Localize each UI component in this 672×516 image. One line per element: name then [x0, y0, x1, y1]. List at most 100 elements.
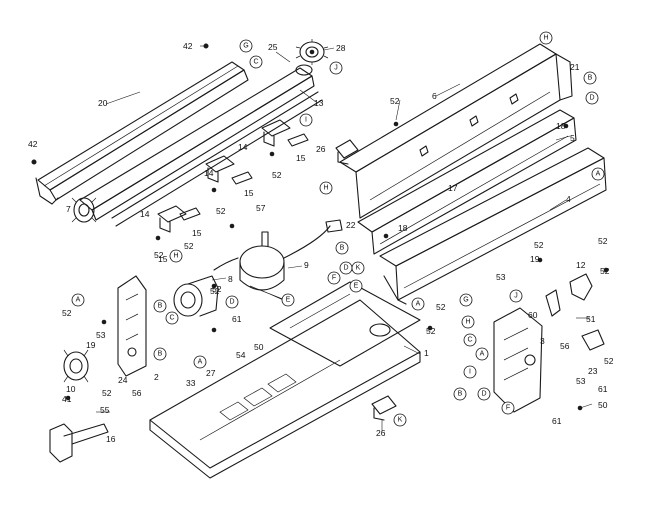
callout-18: 18 [398, 223, 408, 233]
rail-4 [379, 147, 607, 305]
callout-52: 52 [600, 266, 610, 276]
callout-3: 3 [540, 336, 545, 346]
svg-text:F: F [332, 275, 336, 282]
callout-57: 57 [256, 203, 266, 213]
callout-17: 17 [448, 183, 458, 193]
callout-23: 23 [588, 366, 598, 376]
svg-text:D: D [343, 265, 348, 272]
svg-text:H: H [173, 253, 178, 260]
carriage-26-upper [335, 139, 359, 165]
ref-mark-a: A [475, 347, 489, 361]
callout-52: 52 [436, 302, 446, 312]
svg-text:J: J [514, 293, 518, 300]
svg-text:B: B [340, 245, 345, 252]
ref-mark-g: G [459, 293, 473, 307]
svg-text:I: I [469, 369, 471, 376]
right-brackets [545, 273, 605, 351]
callout-4: 4 [566, 194, 571, 204]
main-shaft [79, 64, 323, 227]
callout-28: 28 [336, 43, 346, 53]
ref-mark-j: J [509, 289, 523, 303]
svg-text:A: A [596, 171, 601, 178]
callout-61: 61 [232, 314, 242, 324]
ref-mark-d: D [585, 91, 599, 105]
ref-mark-i: I [463, 365, 477, 379]
ref-mark-d: D [225, 295, 239, 309]
callout-26: 26 [316, 144, 326, 154]
ref-mark-a: A [591, 167, 605, 181]
svg-text:I: I [305, 117, 307, 124]
callout-52: 52 [102, 388, 112, 398]
callout-54: 54 [236, 350, 246, 360]
callout-25: 25 [268, 42, 278, 52]
callout-26: 26 [376, 428, 386, 438]
callout-7: 7 [66, 204, 71, 214]
callout-52: 52 [426, 326, 436, 336]
callout-19: 19 [86, 340, 96, 350]
ref-mark-j: J [329, 61, 343, 75]
svg-text:H: H [465, 319, 470, 326]
callout-18: 18 [556, 121, 566, 131]
ref-mark-i: I [299, 113, 313, 127]
svg-text:B: B [158, 351, 163, 358]
callout-9: 9 [304, 260, 309, 270]
callout-8: 8 [228, 274, 233, 284]
callout-53: 53 [96, 330, 106, 340]
callout-52: 52 [62, 308, 72, 318]
callout-56: 56 [560, 341, 570, 351]
svg-text:A: A [416, 301, 421, 308]
ref-mark-a: A [71, 293, 85, 307]
callout-16: 16 [106, 434, 116, 444]
ref-mark-g: G [239, 39, 253, 53]
svg-text:C: C [169, 315, 174, 322]
ref-mark-b: B [583, 71, 597, 85]
callout-33: 33 [186, 378, 196, 388]
svg-text:D: D [589, 95, 594, 102]
motor-9 [239, 219, 343, 303]
ref-mark-h: H [539, 31, 553, 45]
ref-mark-b: B [453, 387, 467, 401]
svg-text:A: A [480, 351, 485, 358]
callout-51: 51 [586, 314, 596, 324]
callout-5: 5 [570, 133, 575, 143]
callout-6: 6 [432, 91, 437, 101]
platen-roller [35, 61, 249, 205]
svg-text:F: F [506, 405, 510, 412]
svg-text:E: E [354, 283, 359, 290]
callout-52: 52 [272, 170, 282, 180]
leader-lines [96, 45, 593, 432]
ref-mark-h: H [461, 315, 475, 329]
callout-56: 56 [132, 388, 142, 398]
gear-10 [63, 349, 89, 383]
ref-mark-b: B [335, 241, 349, 255]
callout-55: 55 [100, 405, 110, 415]
ref-mark-c: C [165, 311, 179, 325]
ref-mark-k: K [393, 413, 407, 427]
svg-text:B: B [588, 75, 593, 82]
svg-text:H: H [543, 35, 548, 42]
reference-marks: G J C I H B D H A B D K F E A H A B C D … [71, 31, 605, 427]
ref-mark-b: B [153, 299, 167, 313]
ref-mark-f: F [501, 401, 515, 415]
callout-52: 52 [184, 241, 194, 251]
gear-28 [295, 39, 329, 65]
callout-53: 53 [576, 376, 586, 386]
callout-53: 53 [496, 272, 506, 282]
svg-text:J: J [334, 65, 338, 72]
callout-21: 21 [570, 62, 580, 72]
callout-numbers: 42 20 25 28 13 42 7 14 15 52 15 14 52 15… [28, 41, 614, 444]
ref-mark-f: F [327, 271, 341, 285]
ref-mark-c: C [249, 55, 263, 69]
svg-text:K: K [356, 265, 361, 272]
rail-6 [339, 43, 573, 219]
svg-text:H: H [323, 185, 328, 192]
callout-20: 20 [98, 98, 108, 108]
callout-1: 1 [424, 348, 429, 358]
callout-52: 52 [216, 206, 226, 216]
ref-mark-a: A [193, 355, 207, 369]
ref-mark-h: H [319, 181, 333, 195]
callout-14: 14 [238, 142, 248, 152]
callout-27: 27 [206, 368, 216, 378]
callout-52: 52 [390, 96, 400, 106]
ref-mark-e: E [281, 293, 295, 307]
